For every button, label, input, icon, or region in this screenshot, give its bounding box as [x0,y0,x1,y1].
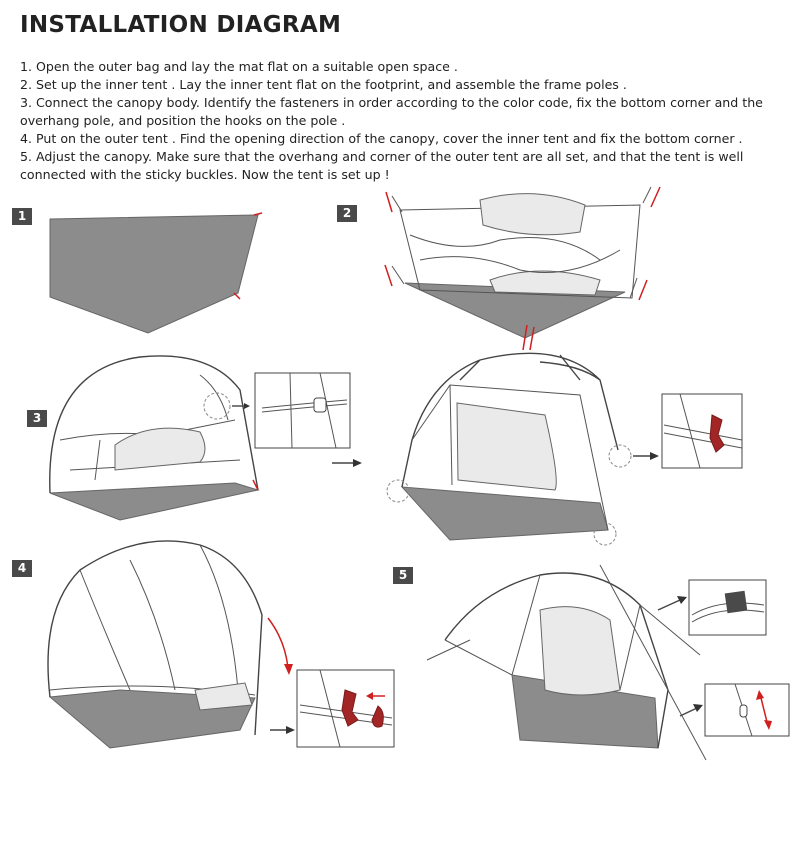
corner-peg-marker [233,292,241,300]
callout-arrowhead [693,704,703,712]
adjust-arrowhead-down [764,720,772,730]
pole-stake [629,277,638,299]
detail-callout-circle [386,479,410,503]
pole-clip [313,397,327,413]
attach-arrowhead [366,692,373,700]
door-mesh-panel [456,402,557,491]
step-3-text: 3. Connect the canopy body. Identify the… [20,95,763,128]
callout-arrow [657,599,681,611]
stake-down-arrow [385,191,393,213]
door-mesh-panel [539,606,621,696]
velcro-buckle [724,590,748,614]
outer-fly-outline [444,572,669,749]
canopy-body-outline [49,355,259,494]
step-1-text: 1. Open the outer bag and lay the mat fl… [20,59,458,74]
step-5-badge: 5 [393,567,413,584]
frame-pole [199,374,229,421]
velcro-pole-detail [691,602,765,623]
guy-lines-and-seams [426,574,701,691]
step-2-badge: 2 [337,205,357,222]
step-5-text: 5. Adjust the canopy. Make sure that the… [20,149,744,182]
callout-arrowhead [244,403,250,409]
red-corner-hook [709,414,725,453]
next-step-arrowhead [353,459,362,467]
stake-down-arrow [522,324,528,351]
pole-stake [391,265,405,285]
frame-poles [401,352,619,488]
hook-detail-zoom [254,372,351,449]
detail-callout-circle [203,392,231,420]
hook-on-pole-detail [261,372,348,449]
step-4-badge: 4 [12,560,32,577]
outer-fly-seams [49,544,256,696]
stake-down-arrow [638,279,648,301]
stake-down-arrow [384,264,393,287]
adjust-arrowhead-up [756,690,764,700]
callout-arrowhead [286,726,295,734]
step-4-text: 4. Put on the outer tent . Find the open… [20,131,743,146]
detail-callout-circle [608,444,632,468]
fabric-creases [409,234,621,273]
vestibule-panel [194,682,253,711]
callout-arrowhead [650,452,659,460]
footprint-mat [49,214,259,334]
corner-peg-marker [252,479,259,491]
red-buckle-clip [371,705,384,728]
stake-down-arrow [529,326,535,351]
stake-down-arrow [650,186,661,208]
corner-hook-detail-zoom [661,393,743,469]
callout-arrow [679,707,698,717]
cover-direction-arrowhead [284,664,293,675]
outer-fly-outline [47,540,263,736]
pole-stake [642,186,652,204]
step-2-text: 2. Set up the inner tent . Lay the inner… [20,77,627,92]
page-title: INSTALLATION DIAGRAM [20,12,342,38]
detail-callout-circle [593,522,617,546]
inner-mesh-window [114,427,206,471]
callout-arrowhead [677,596,687,604]
guy-line [599,564,707,761]
cover-direction-arrow [267,617,289,669]
inner-tent-fabric-fold [479,193,586,236]
pole-stake [391,195,403,213]
step-3-badge: 3 [27,410,47,427]
step-1-badge: 1 [12,208,32,225]
inner-tent-edges [411,384,609,531]
corner-peg-marker [253,212,263,216]
red-buckle-hook [341,689,359,727]
tension-adjuster [739,704,748,718]
instructions: 1. Open the outer bag and lay the mat fl… [20,58,782,184]
corner-pole-detail [663,393,743,469]
